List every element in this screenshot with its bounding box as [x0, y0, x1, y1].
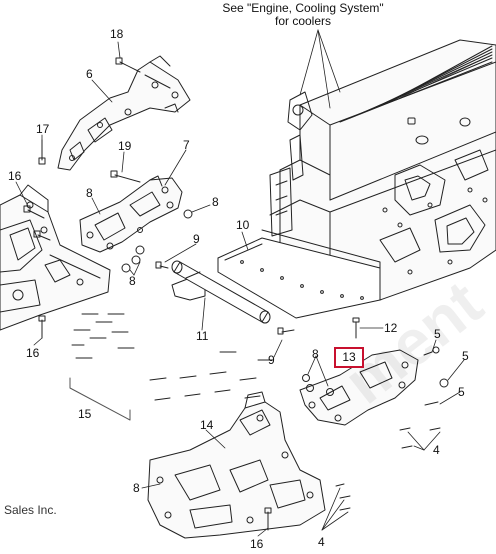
- bracket-part-7: [79, 175, 183, 253]
- callout-8-bottom: 8: [133, 481, 140, 495]
- cooling-system-note: See "Engine, Cooling System" for coolers: [198, 2, 408, 28]
- callout-19: 19: [118, 139, 132, 153]
- bracket-part-5: [299, 349, 419, 426]
- leader-lines: [15, 29, 465, 537]
- callout-5-mid: 5: [462, 349, 469, 363]
- callout-12: 12: [384, 321, 398, 335]
- callout-17: 17: [36, 122, 50, 136]
- callout-9-lower: 9: [268, 353, 275, 367]
- callout-5-lower: 5: [458, 385, 465, 399]
- callout-8-bracket7: 8: [86, 186, 93, 200]
- left-frame: [0, 184, 111, 331]
- callout-9-upper: 9: [193, 232, 200, 246]
- callout-4-upper: 4: [433, 443, 440, 457]
- callout-5-upper: 5: [434, 327, 441, 341]
- footer-copyright: Sales Inc.: [4, 503, 57, 517]
- callout-16-bottom: 16: [250, 537, 264, 551]
- callout-16-mid: 16: [26, 346, 40, 360]
- callout-8-nut-right: 8: [212, 195, 219, 209]
- floor-plate-part-10: [217, 237, 381, 319]
- callout-15: 15: [78, 407, 92, 421]
- callout-14: 14: [200, 418, 214, 432]
- bracket-part-6: [57, 55, 191, 171]
- callout-16-left: 16: [8, 169, 22, 183]
- fasteners: [23, 57, 449, 531]
- callout-8-right: 8: [312, 347, 319, 361]
- callout-11: 11: [196, 329, 209, 343]
- callout-4-lower: 4: [318, 535, 325, 549]
- callout-18: 18: [110, 27, 124, 41]
- chassis-bulkhead: [261, 39, 496, 301]
- callout-8-nut-lower: 8: [129, 274, 136, 288]
- shaft-part-11: [171, 260, 271, 324]
- callout-7: 7: [183, 138, 190, 152]
- note-line-2: for coolers: [274, 14, 332, 28]
- note-line-1: See "Engine, Cooling System": [222, 1, 384, 15]
- highlighted-callout-13[interactable]: 13: [334, 347, 364, 368]
- bracket-part-14: [147, 391, 326, 539]
- callout-10: 10: [236, 218, 250, 232]
- callout-6: 6: [86, 67, 93, 81]
